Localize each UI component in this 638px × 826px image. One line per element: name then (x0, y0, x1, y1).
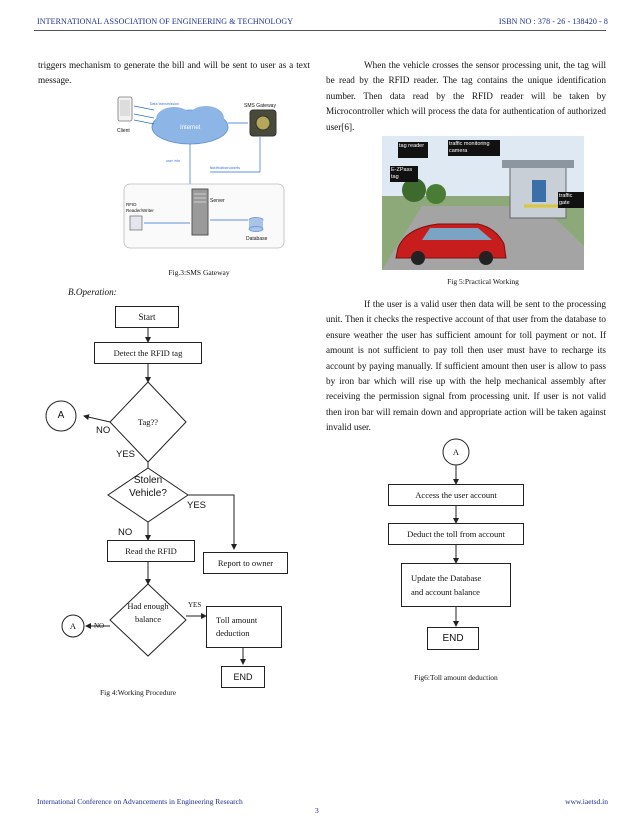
fig5-practical-working-image: tag reader traffic monitoring camera E-Z… (382, 136, 584, 270)
footer-website[interactable]: www.iaetsd.in (565, 797, 608, 806)
fig5-traffic-gate-label: traffic gate (559, 193, 573, 206)
fig3-sms-gateway-label: SMS Gateway (244, 103, 276, 109)
fig3-database-label: Database (246, 236, 268, 242)
svg-text:Notifications/alerts: Notifications/alerts (210, 166, 240, 170)
left-intro-paragraph: triggers mechanism to generate the bill … (38, 60, 310, 86)
running-header-isbn: ISBN NO : 378 - 26 - 138420 - 8 (498, 17, 608, 26)
fc-balance-no-label: NO (94, 622, 105, 630)
fc6-update-line-2: and account balance (411, 587, 480, 597)
fig5-traffic-camera-label: traffic monitoring camera (449, 141, 490, 154)
fc6-end-terminal: END (427, 627, 479, 650)
fc-start-box: Start (115, 306, 179, 328)
fc-end-terminal: END (221, 666, 265, 688)
running-header-left: INTERNATIONAL ASSOCIATION OF ENGINEERING… (37, 17, 294, 26)
fc-read-rfid-box: Read the RFID (107, 540, 195, 562)
fc6-access-account-box: Access the user account (388, 484, 524, 506)
right-paragraph-1: When the vehicle crosses the sensor proc… (326, 60, 606, 132)
fc-tag-yes-label: YES (116, 449, 136, 460)
fig3-caption: Fig.3:SMS Gateway (168, 268, 230, 277)
fc-balance-question: Had enough balance (127, 601, 169, 624)
fig5-ezpass-label: E-ZPass tag (391, 167, 413, 180)
fig3-client-label: Client (117, 128, 130, 134)
fig3-internet-label: Internet (180, 125, 201, 131)
fc6-deduct-toll-box: Deduct the toll from account (388, 523, 524, 545)
section-heading-operation: B.Operation: (68, 287, 117, 297)
fc-connector-a-2: A (69, 621, 77, 631)
fig6-caption: Fig6:Toll amount deduction (414, 673, 498, 682)
fig3-rfid-label: RFID Reader/Writer (126, 202, 154, 213)
sms-gateway-illustration: Data transmission user info Notification… (117, 96, 285, 249)
fig3-sms-gateway-diagram: Data transmission user info Notification… (110, 92, 288, 255)
fc-stolen-yes-label: YES (187, 500, 207, 511)
fc-stolen-question: Stolen Vehicle? (129, 475, 167, 499)
fig3-server-label: Server (210, 198, 225, 204)
svg-text:user info: user info (166, 159, 180, 163)
fc-connector-a-1: A (57, 410, 65, 421)
fc6-update-line-1: Update the Database (411, 573, 482, 583)
fc-toll-deduction-box: Toll amount deduction (206, 606, 282, 648)
fc-tag-question: Tag?? (137, 417, 159, 427)
fc-balance-yes-label: YES (188, 601, 202, 609)
header-rule (34, 30, 606, 31)
fc-tag-no-label: NO (96, 425, 111, 436)
fig5-caption: Fig 5:Practical Working (447, 277, 519, 286)
fc-detect-box: Detect the RFID tag (94, 342, 202, 364)
toll-plaza-illustration (382, 136, 584, 270)
page-number: 3 (315, 806, 319, 815)
fc6-update-database-box: Update the Database and account balance (401, 563, 511, 607)
fc6-connector-a: A (452, 447, 460, 457)
footer-conference: International Conference on Advancements… (37, 797, 243, 806)
fig4-caption: Fig 4:Working Procedure (100, 688, 177, 697)
fc-stolen-no-label: NO (118, 527, 133, 538)
fig5-tag-reader-label: tag reader (399, 143, 425, 149)
fc-report-owner-box: Report to owner (203, 552, 288, 574)
svg-text:Data transmission: Data transmission (150, 102, 179, 106)
right-paragraph-2: If the user is a valid user then data wi… (326, 299, 606, 433)
